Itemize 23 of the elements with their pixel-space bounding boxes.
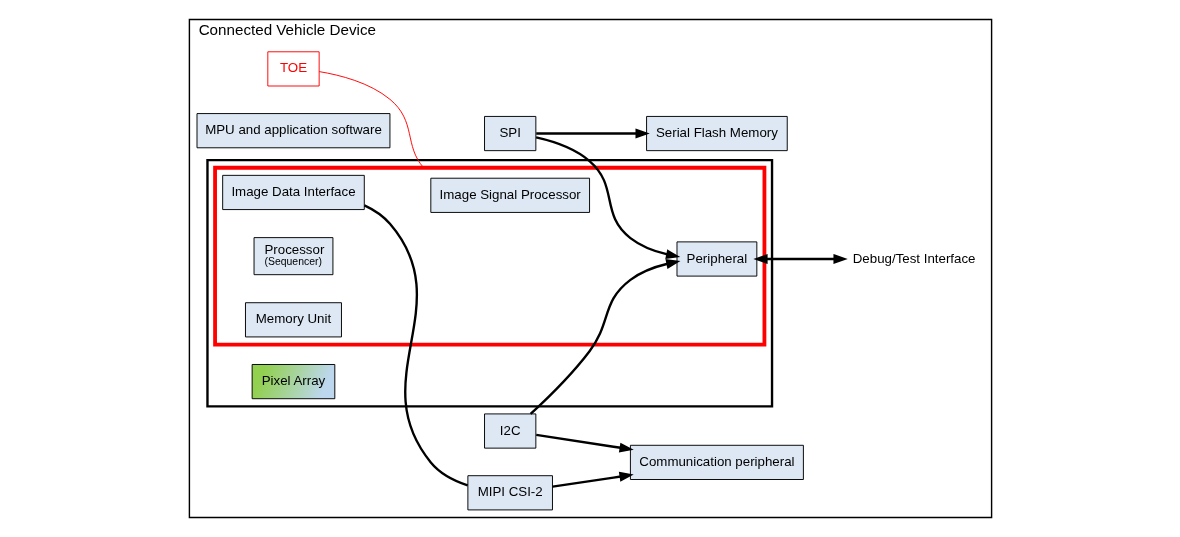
arrow xyxy=(752,254,848,264)
arrow xyxy=(529,259,680,415)
connector xyxy=(363,204,468,487)
connector xyxy=(318,71,424,169)
node-box: TOE xyxy=(266,51,320,87)
node-box: SPI xyxy=(483,115,536,152)
cluster xyxy=(205,158,773,408)
node-box: Processor (Sequencer) xyxy=(253,237,333,276)
node-box: Image Data Interface xyxy=(221,174,365,211)
arrow xyxy=(551,471,634,488)
arrow xyxy=(535,136,680,260)
node-box: I2C xyxy=(483,413,536,449)
arrow xyxy=(535,433,634,453)
node-text: Debug/Test Interface xyxy=(852,250,975,266)
node-box: Serial Flash Memory xyxy=(645,115,788,152)
node-box: Peripheral xyxy=(676,241,757,277)
node-box: Image Signal Processor xyxy=(429,177,590,213)
node-box: Pixel Array xyxy=(251,364,335,400)
node-box: MIPI CSI-2 xyxy=(466,475,553,511)
node-box: MPU and application software xyxy=(196,113,390,149)
node-box: Communication peripheral xyxy=(629,444,804,480)
node-box: Memory Unit xyxy=(244,302,342,338)
arrow xyxy=(535,128,650,139)
